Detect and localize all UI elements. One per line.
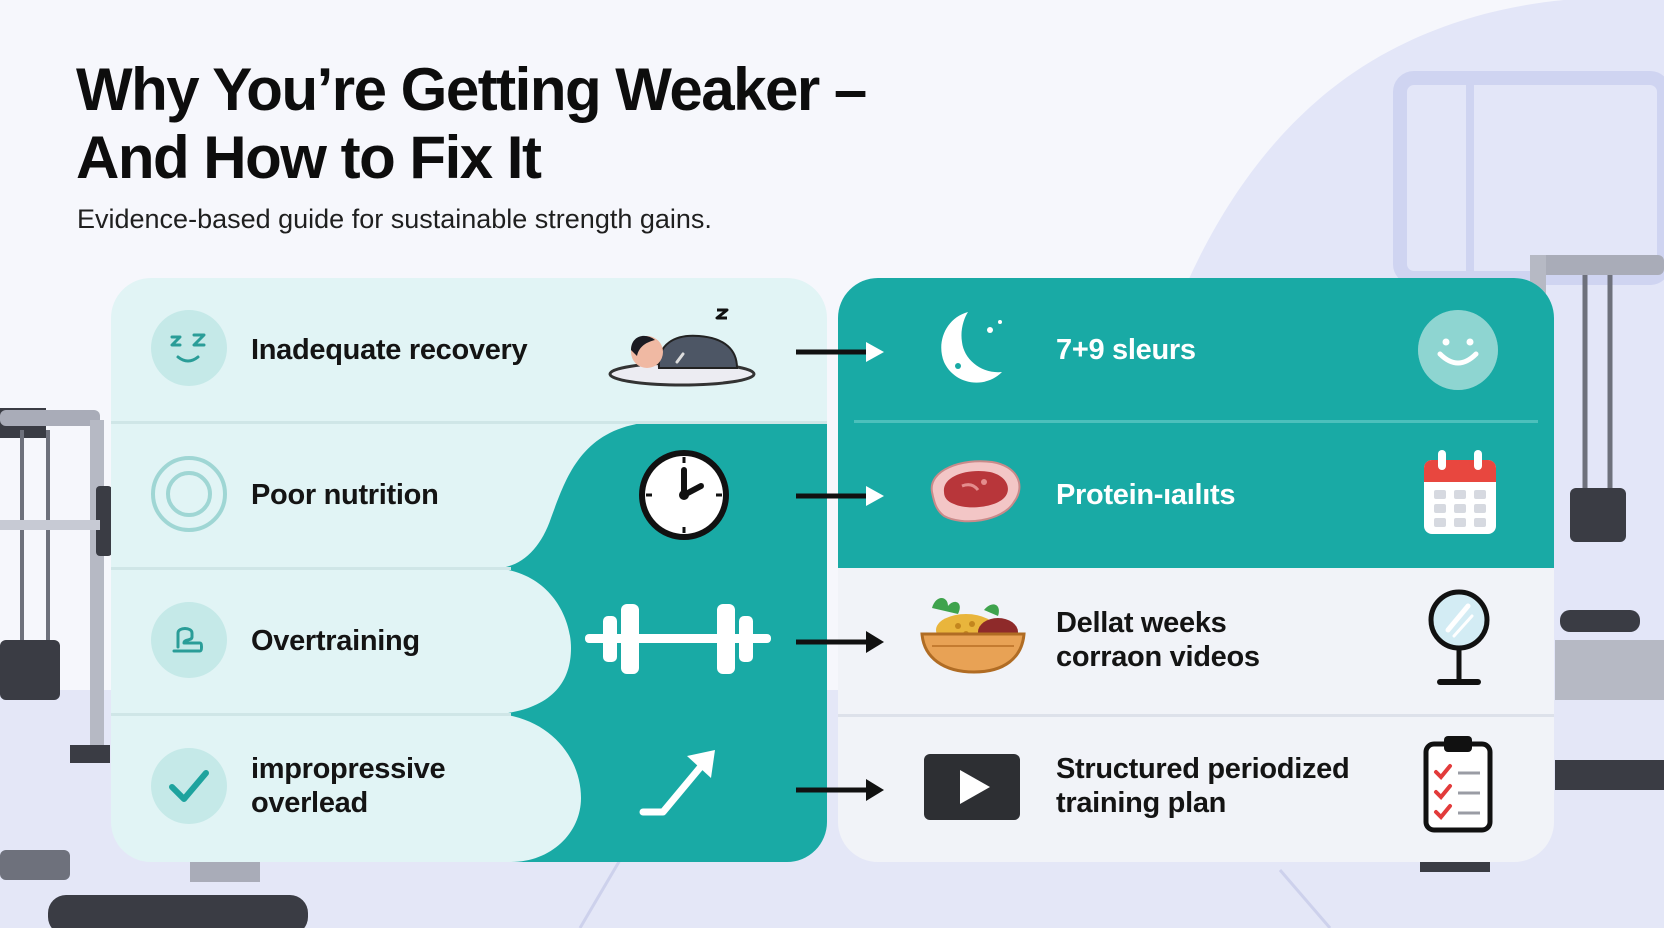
title-line-1: Why You’re Getting Weaker – — [76, 56, 867, 123]
solution-row: Protein-ıaılıts — [838, 422, 1554, 568]
title-line-2: And How to Fix It — [76, 124, 542, 191]
row-divider — [838, 714, 1554, 717]
problem-row: Poor nutrition — [111, 422, 827, 568]
dumbbell-icon — [585, 596, 771, 691]
steak-icon — [922, 452, 1026, 537]
clock-icon — [637, 448, 731, 547]
arrow-icon — [796, 484, 886, 513]
solution-label: Protein-ıaılıts — [1056, 479, 1236, 511]
problem-label: Poor nutrition — [251, 479, 439, 511]
arrow-icon — [796, 778, 886, 807]
solution-label: Structured periodized training plan — [1056, 753, 1350, 819]
problem-row: Overtraining — [111, 568, 827, 714]
problem-label: Overtraining — [251, 625, 420, 657]
food-bowl-icon — [918, 588, 1028, 683]
checkmark-icon — [151, 748, 227, 824]
solutions-panel: 7+9 sleurs Protein-ıaılıts — [838, 278, 1554, 862]
solution-row: Structured periodized training plan — [838, 714, 1554, 862]
sleeping-person-icon — [607, 304, 757, 399]
problem-label: Inadequate recovery — [251, 334, 528, 366]
trend-arrow-icon — [637, 744, 727, 825]
calendar-icon — [1420, 448, 1500, 543]
moon-icon — [928, 304, 1018, 399]
solution-label: Dellat weeks corraon videos — [1056, 607, 1260, 673]
ring-icon — [151, 456, 227, 532]
row-divider — [111, 567, 511, 570]
arrow-icon — [796, 630, 886, 659]
problem-row: impropressive overlead — [111, 714, 827, 862]
page-subtitle: Evidence-based guide for sustainable str… — [77, 204, 712, 234]
wave-icon — [151, 602, 227, 678]
row-divider — [111, 421, 827, 424]
clipboard-checklist-icon — [1422, 734, 1494, 839]
mirror-icon — [1424, 586, 1494, 695]
problem-row: Inadequate recovery — [111, 278, 827, 422]
page-title: Why You’re Getting Weaker – And How to F… — [76, 56, 976, 192]
arrow-icon — [796, 340, 886, 369]
row-divider — [111, 713, 511, 716]
solution-row: Dellat weeks corraon videos — [838, 568, 1554, 714]
sleep-face-icon — [151, 310, 227, 386]
problems-panel: Inadequate recovery Poor nutrition — [111, 278, 827, 862]
solution-row: 7+9 sleurs — [838, 278, 1554, 422]
row-divider — [854, 420, 1538, 423]
solution-label: 7+9 sleurs — [1056, 334, 1196, 366]
smiley-icon — [1416, 308, 1500, 397]
play-video-icon — [924, 754, 1020, 825]
problem-label: impropressive overlead — [251, 753, 446, 819]
